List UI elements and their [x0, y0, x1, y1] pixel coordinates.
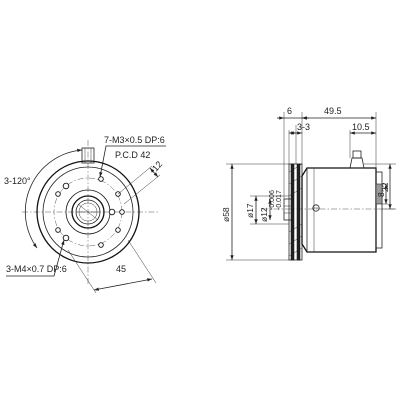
side-view: 6 49.5 3-3 10.5 ø58 ø17 ø12 -0.006 -0.01… — [221, 106, 396, 261]
dim-10-5-label: 10.5 — [352, 122, 370, 132]
tapped-hole-m3 — [98, 176, 104, 182]
pcd-label: P.C.D 42 — [115, 150, 150, 160]
dim-3-3-label: 3-3 — [297, 122, 310, 132]
tolerance-lower: -0.017 — [276, 190, 283, 210]
tapped-hole-m4 — [62, 182, 70, 190]
dim-phi17-label: ø17 — [245, 203, 255, 218]
dim-12-label: 12 — [150, 159, 164, 173]
tapped-hole-m3 — [119, 209, 125, 215]
dim-6-label: 6 — [287, 106, 292, 116]
flange-rib — [296, 163, 301, 261]
dim-49-5-label: 49.5 — [324, 106, 342, 116]
dim-45-label: 45 — [116, 264, 126, 274]
m4-spec-label: 3-M4×0.7 DP:6 — [6, 264, 67, 274]
dim-12-line — [149, 167, 159, 178]
m3-spec-label: 7-M3×0.5 DP:6 — [104, 135, 165, 145]
rear-cable-exit — [375, 183, 383, 205]
tapped-hole-m3 — [98, 242, 104, 248]
tapped-hole-m4 — [62, 234, 70, 242]
m3-leader — [99, 145, 166, 178]
side-shaft — [283, 198, 294, 221]
front-cable-gland — [81, 147, 95, 164]
dim-phi12-label: ø12 — [259, 207, 269, 222]
side-rear-cap — [375, 171, 383, 249]
angle-label: 3-120° — [4, 176, 31, 186]
tapped-hole-m3 — [55, 227, 61, 233]
tolerance-upper: -0.006 — [269, 190, 276, 210]
tapped-hole-m3 — [115, 227, 121, 233]
dim-phi58-label: ø58 — [221, 207, 231, 222]
dim-8-label: 8 — [376, 192, 386, 197]
tapped-hole-m4 — [108, 208, 116, 216]
angle-arc — [24, 148, 83, 249]
dim-22-label: 22 — [380, 182, 390, 192]
dim-45-line — [93, 278, 153, 291]
tapped-hole-m3 — [55, 191, 61, 197]
front-view: 3-120° 7-M3×0.5 DP:6 P.C.D 42 12 3-M4×0.… — [4, 135, 166, 294]
side-cable-gland — [349, 157, 365, 169]
side-screw — [312, 204, 320, 212]
m4-leader — [6, 239, 65, 277]
flange-rib — [290, 163, 295, 261]
